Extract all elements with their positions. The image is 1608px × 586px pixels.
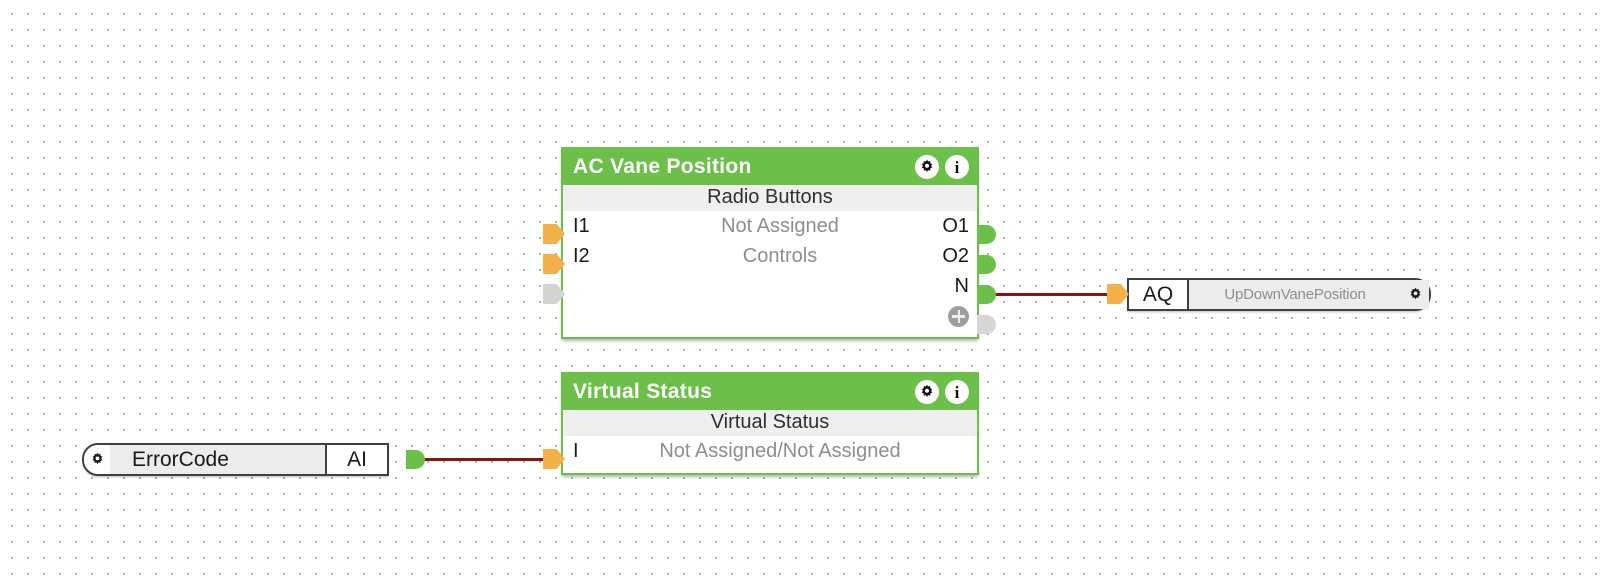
- node-virtual-status[interactable]: Virtual Status i Virtual Status I Not As…: [561, 372, 979, 475]
- output-connector-ai-errorcode[interactable]: [406, 450, 425, 469]
- info-glyph: i: [954, 157, 960, 177]
- gear-icon[interactable]: [915, 155, 939, 179]
- pill-code: AQ: [1129, 280, 1187, 309]
- output-connector-o1[interactable]: [977, 225, 996, 244]
- port-row-3: N: [563, 271, 977, 301]
- input-arrow-icon: [543, 449, 565, 469]
- input-arrow-icon: [543, 284, 565, 304]
- wire-n-to-aq[interactable]: [990, 293, 1120, 296]
- pill-name: ErrorCode: [110, 445, 325, 474]
- node-header-icons: i: [915, 155, 969, 179]
- port-in-label: I2: [573, 244, 590, 267]
- pill-name: UpDownVanePosition: [1189, 280, 1401, 309]
- node-ac-vane-position[interactable]: AC Vane Position i Radio Buttons I1 Not …: [561, 147, 979, 339]
- gear-icon[interactable]: [915, 380, 939, 404]
- pill-gear-button[interactable]: [1401, 280, 1429, 309]
- input-connector-i2[interactable]: [543, 254, 565, 274]
- node-subtitle: Virtual Status: [563, 410, 977, 436]
- pill-divider: [325, 445, 327, 474]
- output-bullet-icon: [977, 285, 996, 304]
- output-connector-o2[interactable]: [977, 255, 996, 274]
- add-output-button[interactable]: [948, 305, 969, 327]
- port-mid-label: Not Assigned: [721, 214, 839, 237]
- port-row-2: I2 Controls O2: [563, 241, 977, 271]
- input-arrow-icon: [543, 224, 565, 244]
- pill-ai-errorcode[interactable]: ErrorCode AI: [82, 443, 389, 476]
- output-bullet-icon: [977, 225, 996, 244]
- node-header: AC Vane Position i: [563, 149, 977, 185]
- node-header: Virtual Status i: [563, 374, 977, 410]
- pill-code: AI: [327, 445, 387, 474]
- node-subtitle: Radio Buttons: [563, 185, 977, 211]
- pill-aq-updownvaneposition[interactable]: AQ UpDownVanePosition: [1127, 278, 1431, 311]
- port-in-label: I: [573, 439, 579, 462]
- wire-ai-to-i[interactable]: [413, 458, 558, 461]
- input-arrow-icon: [543, 254, 565, 274]
- port-row-4: [563, 301, 977, 331]
- pill-gear-button[interactable]: [84, 445, 110, 474]
- node-title: Virtual Status: [573, 380, 713, 403]
- gear-icon: [1410, 287, 1420, 300]
- port-in-label: I1: [573, 214, 590, 237]
- pill-divider: [1187, 280, 1189, 309]
- node-title: AC Vane Position: [573, 155, 752, 178]
- input-connector-virtual-status-i[interactable]: [543, 449, 565, 469]
- port-mid-label: Not Assigned/Not Assigned: [659, 439, 901, 462]
- input-connector-add[interactable]: [543, 284, 565, 304]
- input-connector-i1[interactable]: [543, 224, 565, 244]
- output-connector-n[interactable]: [977, 285, 996, 304]
- info-icon[interactable]: i: [945, 380, 969, 404]
- output-bullet-icon: [977, 315, 996, 334]
- output-bullet-icon: [977, 255, 996, 274]
- info-icon[interactable]: i: [945, 155, 969, 179]
- port-out-label: O1: [942, 214, 969, 237]
- port-row-1: I1 Not Assigned O1: [563, 211, 977, 241]
- gear-icon: [92, 452, 102, 465]
- info-glyph: i: [954, 382, 960, 402]
- output-bullet-icon: [406, 450, 425, 469]
- port-row-1: I Not Assigned/Not Assigned: [563, 436, 977, 466]
- node-header-icons: i: [915, 380, 969, 404]
- port-out-label: N: [954, 274, 969, 297]
- output-connector-add[interactable]: [977, 315, 996, 334]
- input-arrow-icon: [1107, 284, 1129, 304]
- input-connector-aq[interactable]: [1107, 284, 1129, 304]
- port-out-label: O2: [942, 244, 969, 267]
- port-mid-label: Controls: [742, 244, 818, 267]
